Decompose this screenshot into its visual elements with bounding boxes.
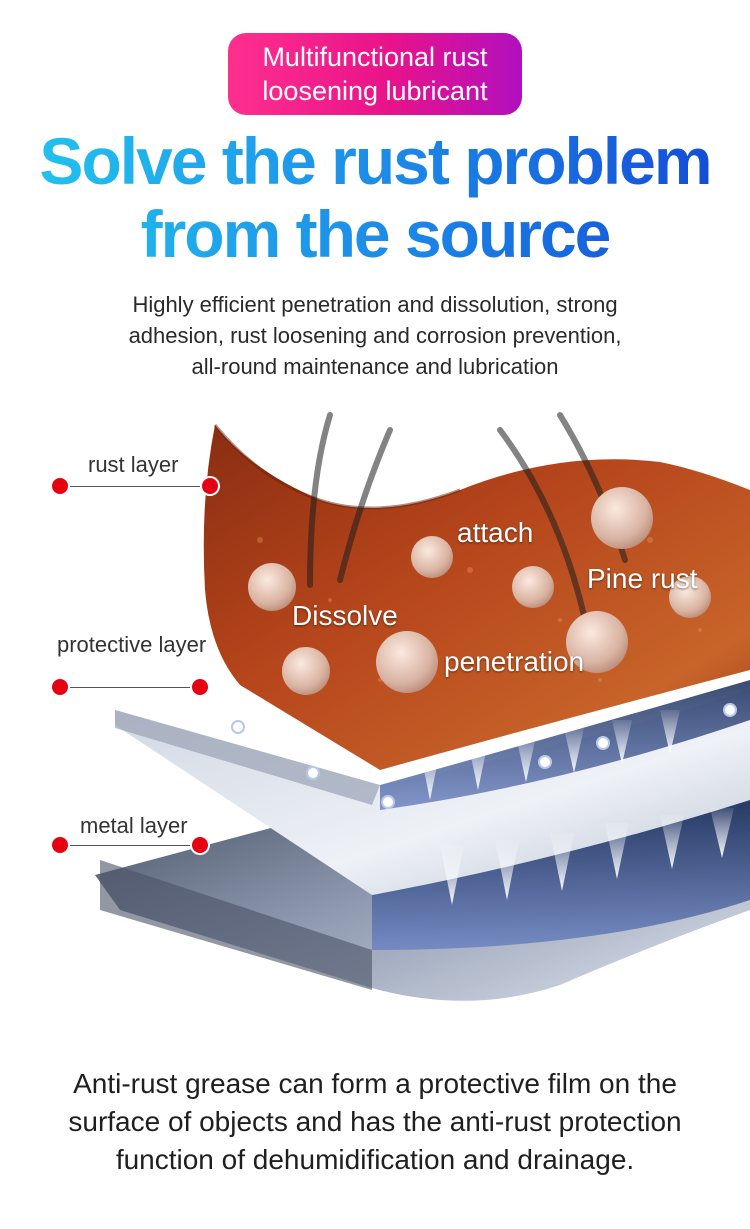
bubble-label-pine-rust: Pine rust [587, 563, 698, 594]
marker-dot-metal-left [52, 837, 68, 853]
footer-line-2: surface of objects and has the anti-rust… [68, 1106, 682, 1137]
label-protective-layer: protective layer [57, 632, 207, 657]
footer-description: Anti-rust grease can form a protective f… [0, 1065, 750, 1179]
bubble-label-attach: attach [457, 517, 534, 548]
headline-line-1: Solve the rust problem [0, 122, 750, 200]
marker-dot-rust-left [52, 478, 68, 494]
footer-line-1: Anti-rust grease can form a protective f… [73, 1068, 677, 1099]
badge-line-2: loosening lubricant [262, 76, 488, 106]
marker-dot-rust-right [202, 478, 218, 494]
headline-line-2: from the source [0, 195, 750, 273]
label-rust-layer: rust layer [88, 452, 179, 477]
subtitle-line-2: adhesion, rust loosening and corrosion p… [128, 323, 622, 348]
footer-line-3: function of dehumidification and drainag… [115, 1144, 635, 1175]
label-metal-layer: metal layer [80, 813, 188, 838]
subtitle-line-3: all-round maintenance and lubrication [191, 354, 559, 379]
layer-illustration [95, 412, 750, 1001]
leader-line-protective [60, 687, 200, 688]
leader-line-metal [60, 845, 200, 846]
product-badge: Multifunctional rust loosening lubricant [228, 33, 522, 115]
subtitle-line-1: Highly efficient penetration and dissolu… [132, 292, 618, 317]
badge-line-1: Multifunctional rust [262, 42, 488, 72]
bubble-label-dissolve: Dissolve [292, 600, 398, 631]
bubble-label-penetration: penetration [444, 646, 585, 677]
marker-dot-protective-left [52, 679, 68, 695]
marker-dot-metal-right [192, 837, 208, 853]
subtitle: Highly efficient penetration and dissolu… [0, 289, 750, 382]
leader-line-rust [60, 486, 208, 487]
layer-diagram [0, 390, 750, 1030]
marker-dot-protective-right [192, 679, 208, 695]
